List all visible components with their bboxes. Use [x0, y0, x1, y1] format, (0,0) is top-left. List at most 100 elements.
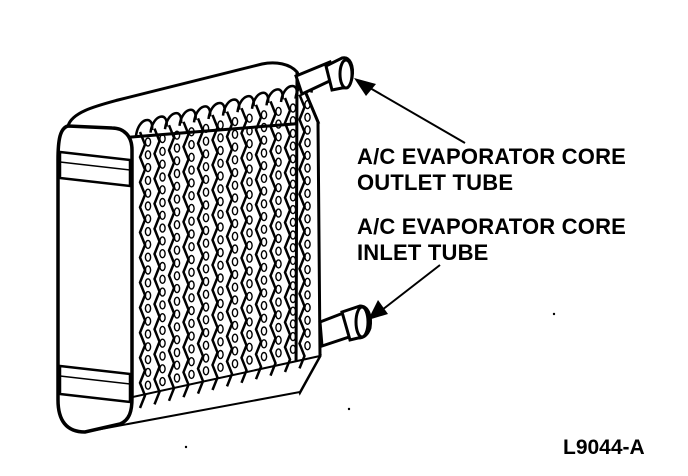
fin-coil [275, 246, 282, 256]
fin-coil [173, 271, 181, 281]
end-tank-band-bottom-inner [59, 375, 131, 385]
fin-coil [260, 237, 268, 247]
fin-coil [173, 143, 181, 153]
fin-coil [275, 182, 282, 193]
fin-coil [159, 287, 166, 297]
core-end-tank [56, 124, 134, 434]
fin-coil [246, 164, 253, 174]
fin-coil [217, 324, 224, 334]
fin-coil [275, 322, 282, 333]
fin-coil [188, 152, 195, 163]
fin-plate [269, 100, 277, 377]
fin-coil [231, 218, 239, 229]
fin-coil [246, 266, 253, 276]
fin-coil [202, 123, 210, 134]
outlet-callout-line1: A/C EVAPORATOR CORE [357, 144, 627, 169]
fin-coil [275, 297, 282, 307]
fin-coil [159, 236, 166, 246]
fin-coil [260, 173, 268, 184]
fin-coil [173, 309, 181, 319]
fin-coil [231, 269, 239, 280]
fin-coil [260, 351, 268, 362]
inlet-tube [318, 304, 372, 349]
fin-coil [260, 249, 268, 260]
fin-coil [275, 271, 282, 282]
fin-plate [182, 121, 190, 398]
fin-coil [188, 293, 195, 303]
fin-coil [144, 252, 152, 262]
fin-coil [289, 179, 297, 189]
end-tank-band-bottom [58, 364, 132, 404]
fin-coil [202, 212, 210, 223]
fin-coil [289, 319, 297, 329]
fin-coil [260, 135, 268, 145]
fin-coil [173, 335, 181, 345]
fin-coil [289, 344, 297, 354]
fin-coil [159, 223, 166, 233]
fin-coil [217, 260, 224, 270]
fin-coil [202, 340, 210, 350]
fin-coil [260, 110, 268, 120]
fin-coil [246, 138, 253, 149]
fin-coil [217, 209, 224, 220]
fin-coil [304, 175, 311, 186]
fin-plate [211, 114, 219, 391]
fin-coil [304, 315, 311, 325]
fin-coil [231, 295, 239, 305]
fin-coil [231, 359, 239, 369]
fin-coil [188, 369, 195, 380]
fin-coil [260, 300, 268, 311]
fin-coil [173, 347, 181, 358]
fin-coil [144, 188, 152, 198]
fin-coil [217, 337, 224, 347]
fin-coil [159, 300, 166, 310]
fin-coil [246, 228, 253, 238]
fin-coil [260, 288, 268, 298]
fin-coil [188, 165, 195, 175]
fin-coil [217, 120, 224, 130]
fin-coil [173, 373, 181, 383]
fin-coil [202, 187, 210, 197]
fin-coil [289, 242, 297, 253]
fin-coil [159, 248, 166, 259]
fin-plate [153, 128, 161, 405]
inlet-callout-line1: A/C EVAPORATOR CORE [357, 214, 627, 239]
fin-coil [144, 137, 152, 147]
fin-coil [246, 126, 253, 136]
fin-coil [159, 159, 166, 169]
fin-coil [173, 232, 181, 243]
fin-coil [231, 193, 239, 203]
fin-coil [304, 214, 311, 224]
fin-coil [217, 311, 224, 321]
fin-coil [246, 291, 253, 302]
fin-coil [173, 130, 181, 140]
fin-coil [188, 344, 195, 354]
fin-coil [202, 289, 210, 299]
fin-coil [304, 137, 311, 148]
fin-coil [246, 189, 253, 200]
fin-coil [173, 360, 181, 370]
fin-coil [289, 306, 297, 316]
fin-coil [289, 255, 297, 266]
fin-coil [202, 264, 210, 274]
outlet-callout-line2: OUTLET TUBE [357, 170, 514, 195]
fin-coil [173, 194, 181, 204]
fin-coil [246, 113, 253, 123]
fin-coil [260, 199, 268, 209]
fin-coil [231, 282, 239, 292]
fin-coil [275, 119, 282, 129]
fin-coil [159, 133, 166, 144]
fin-coil [144, 290, 152, 301]
fin-coil [275, 310, 282, 320]
fin-coil [188, 216, 195, 226]
fin-plate [240, 107, 248, 384]
fin-coil [159, 197, 166, 208]
fin-coil [231, 206, 239, 216]
fin-coil [275, 157, 282, 167]
fin-coil [304, 163, 311, 173]
fin-coil [144, 342, 152, 352]
fin-coil [217, 222, 224, 232]
fin-coil [188, 331, 195, 341]
